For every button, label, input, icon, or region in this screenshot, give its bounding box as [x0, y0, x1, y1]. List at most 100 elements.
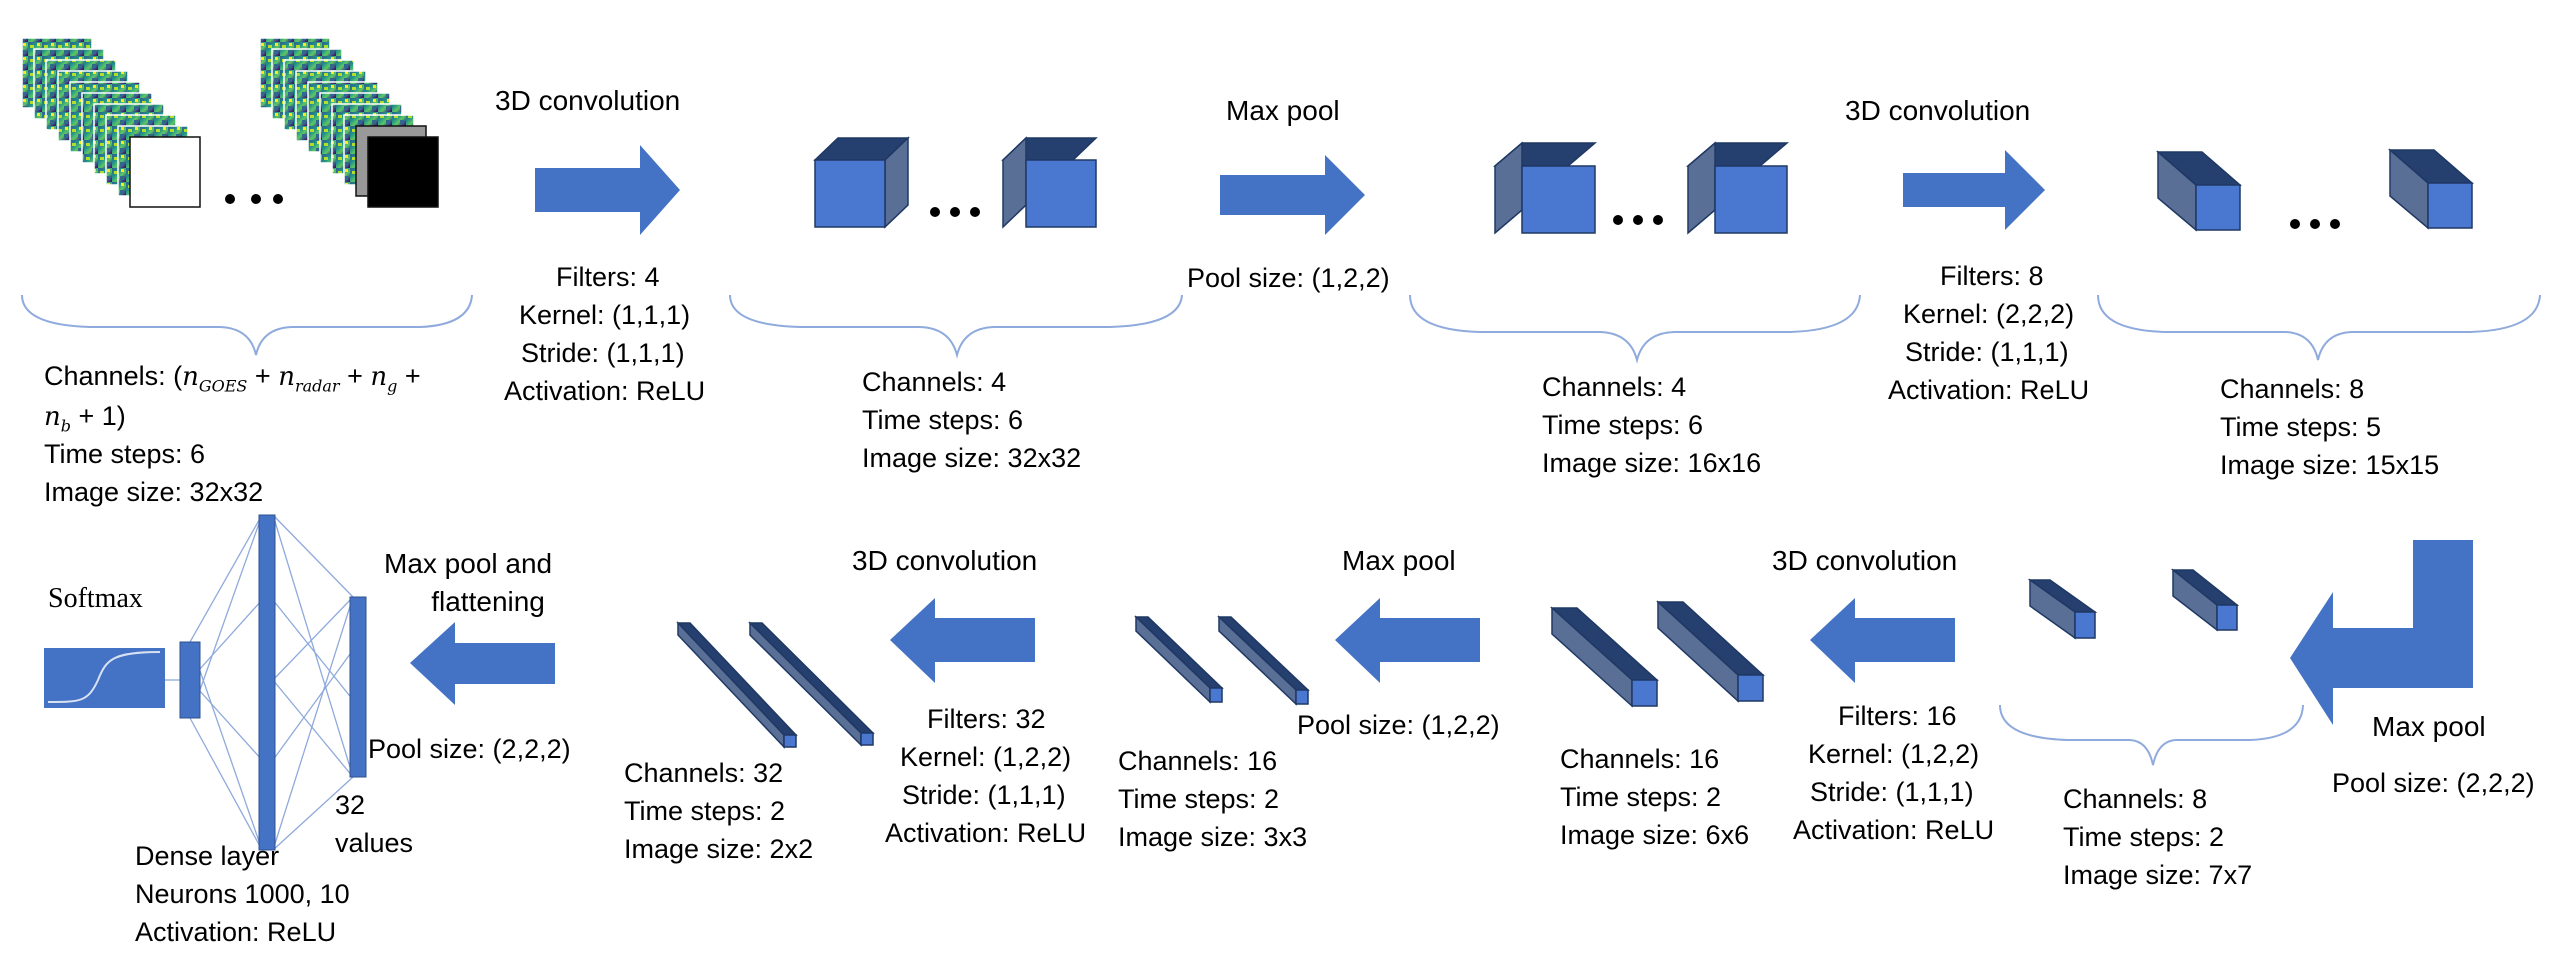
- out1-image-size: Image size: 32x32: [862, 443, 1082, 473]
- out5-channels: Channels: 16: [1560, 744, 1720, 774]
- flattened-values-word: values: [335, 828, 414, 858]
- out4-image-size: Image size: 7x7: [2063, 860, 2253, 890]
- conv4-arrow: [890, 598, 1035, 683]
- conv2-kernel: Kernel: (2,2,2): [1903, 299, 2075, 329]
- dense-layer-details: Dense layer Neurons 1000, 10 Activation:…: [135, 837, 350, 951]
- out4-brace: [1999, 704, 2304, 766]
- pool4-title-line2: flattening: [431, 586, 545, 617]
- out5-cube-left: [1550, 606, 1659, 708]
- conv2-activation: Activation: ReLU: [1888, 375, 2090, 405]
- conv1-arrow: [535, 145, 680, 235]
- pool2-title: Max pool: [2372, 711, 2486, 742]
- pool4-arrow: [410, 622, 555, 705]
- input-details: Time steps: 6 Image size: 32x32: [44, 435, 263, 511]
- out3-channels: Channels: 8: [2220, 374, 2365, 404]
- out1-time-steps: Time steps: 6: [862, 405, 1024, 435]
- input-ellipsis: [225, 194, 283, 204]
- out1-details: Channels: 4 Time steps: 6 Image size: 32…: [862, 363, 1081, 477]
- flattened-values: [349, 596, 367, 778]
- out7-cube-right: [748, 621, 875, 747]
- conv4-activation: Activation: ReLU: [885, 818, 1087, 848]
- out6-image-size: Image size: 3x3: [1118, 822, 1308, 852]
- dense-layer-activation: Activation: ReLU: [135, 917, 337, 947]
- out6-time-steps: Time steps: 2: [1118, 784, 1280, 814]
- input-frames-stack-right: [259, 37, 439, 208]
- conv4-kernel: Kernel: (1,2,2): [900, 742, 1072, 772]
- out2-ellipsis: [1613, 215, 1663, 225]
- dense-layer-neurons: [258, 514, 276, 851]
- out7-details: Channels: 32 Time steps: 2 Image size: 2…: [624, 754, 813, 868]
- conv2-params: Filters: 8 Kernel: (2,2,2) Stride: (1,1,…: [1888, 257, 2089, 409]
- pool1-title: Max pool: [1226, 95, 1340, 126]
- input-frames-stack-left: [21, 37, 201, 208]
- flattened-values-count: 32: [335, 790, 366, 820]
- dense-layer-title: Dense layer: [135, 841, 280, 871]
- conv1-kernel: Kernel: (1,1,1): [519, 300, 691, 330]
- pool1-arrow: [1220, 155, 1365, 235]
- input-channels-formula-cont: nb + 1): [44, 401, 126, 436]
- out3-cube-left: [2155, 150, 2243, 232]
- conv3-params: Filters: 16 Kernel: (1,2,2) Stride: (1,1…: [1793, 697, 1994, 849]
- dense-network-connections: [165, 514, 354, 851]
- flattened-values-label: 32 values: [335, 786, 413, 862]
- out7-image-size: Image size: 2x2: [624, 834, 814, 864]
- out6-cube-left: [1134, 615, 1224, 704]
- out1-brace: [729, 294, 1183, 359]
- out1-channels: Channels: 4: [862, 367, 1007, 397]
- conv1-stride: Stride: (1,1,1): [521, 338, 685, 368]
- out3-details: Channels: 8 Time steps: 5 Image size: 15…: [2220, 370, 2439, 484]
- pool1-size: Pool size: (1,2,2): [1187, 263, 1390, 293]
- input-frame: [367, 136, 439, 208]
- input-channels-formula: Channels: (nGOES + nradar + ng +: [44, 361, 421, 396]
- conv3-filters: Filters: 16: [1838, 701, 1957, 731]
- out4-cube-right: [2170, 568, 2240, 632]
- out5-cube-right: [1656, 600, 1765, 703]
- softmax-curve-icon: [44, 648, 165, 708]
- pool4-title-line1: Max pool and: [384, 548, 553, 579]
- pool4-size: Pool size: (2,2,2): [368, 734, 571, 764]
- out2-time-steps: Time steps: 6: [1542, 410, 1704, 440]
- input-frame: [129, 136, 201, 208]
- conv2-title: 3D convolution: [1845, 95, 2031, 126]
- out5-image-size: Image size: 6x6: [1560, 820, 1750, 850]
- conv1-title: 3D convolution: [495, 85, 681, 116]
- conv4-stride: Stride: (1,1,1): [902, 780, 1066, 810]
- out2-details: Channels: 4 Time steps: 6 Image size: 16…: [1542, 368, 1761, 482]
- conv3-title: 3D convolution: [1772, 545, 1958, 576]
- conv3-kernel: Kernel: (1,2,2): [1808, 739, 1980, 769]
- out1-cube-left: [813, 136, 910, 229]
- pool3-title: Max pool: [1342, 545, 1456, 576]
- out4-details: Channels: 8 Time steps: 2 Image size: 7x…: [2063, 780, 2252, 894]
- conv1-activation: Activation: ReLU: [504, 376, 706, 406]
- conv3-arrow: [1810, 598, 1955, 683]
- conv2-stride: Stride: (1,1,1): [1905, 337, 2069, 367]
- conv2-filters: Filters: 8: [1940, 261, 2044, 291]
- conv4-title: 3D convolution: [852, 545, 1038, 576]
- out4-channels: Channels: 8: [2063, 784, 2208, 814]
- pool4-title: Max pool and flattening: [384, 545, 552, 621]
- out2-cube-right: [1685, 141, 1790, 235]
- out3-image-size: Image size: 15x15: [2220, 450, 2440, 480]
- conv1-params: Filters: 4 Kernel: (1,1,1) Stride: (1,1,…: [504, 258, 705, 410]
- out2-image-size: Image size: 16x16: [1542, 448, 1762, 478]
- pool2-size: Pool size: (2,2,2): [2332, 768, 2535, 798]
- out7-channels: Channels: 32: [624, 758, 784, 788]
- out1-cube-right: [1001, 136, 1098, 229]
- input-time-steps: Time steps: 6: [44, 439, 206, 469]
- out3-time-steps: Time steps: 5: [2220, 412, 2382, 442]
- out3-cube-right: [2387, 148, 2475, 230]
- out5-time-steps: Time steps: 2: [1560, 782, 1722, 812]
- out6-details: Channels: 16 Time steps: 2 Image size: 3…: [1118, 742, 1307, 856]
- out2-channels: Channels: 4: [1542, 372, 1687, 402]
- dense-layer-neurons-label: Neurons 1000, 10: [135, 879, 350, 909]
- out5-details: Channels: 16 Time steps: 2 Image size: 6…: [1560, 740, 1749, 854]
- input-image-size: Image size: 32x32: [44, 477, 264, 507]
- input-brace: [21, 294, 473, 356]
- out7-time-steps: Time steps: 2: [624, 796, 786, 826]
- out4-time-steps: Time steps: 2: [2063, 822, 2225, 852]
- conv4-params: Filters: 32 Kernel: (1,2,2) Stride: (1,1…: [885, 700, 1086, 852]
- conv4-filters: Filters: 32: [927, 704, 1046, 734]
- out7-cube-left: [676, 621, 798, 749]
- conv3-activation: Activation: ReLU: [1793, 815, 1995, 845]
